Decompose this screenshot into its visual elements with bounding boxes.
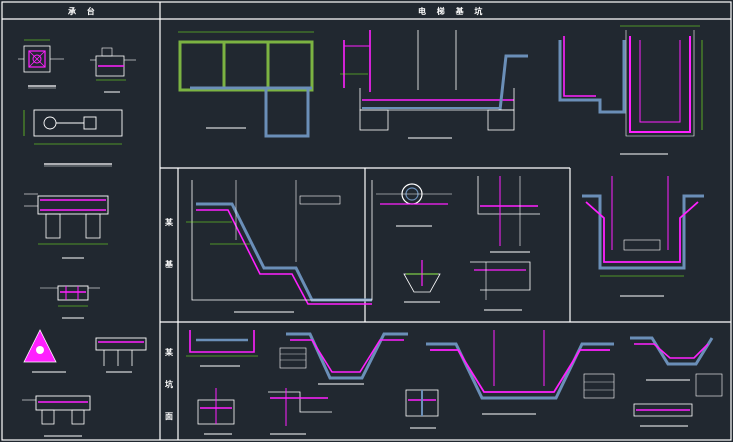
side-label-5: 面 xyxy=(165,412,173,421)
bottom-section-5 xyxy=(405,389,439,429)
side-label-1: 某 xyxy=(165,218,173,227)
bottom-section-3 xyxy=(279,332,408,385)
pit-plan xyxy=(178,31,314,138)
bottom-section-8 xyxy=(633,403,693,427)
right-section-header: 电 梯 基 坑 xyxy=(418,7,487,16)
cap-detail-8 xyxy=(22,395,91,437)
cap-detail-6 xyxy=(23,329,66,373)
pit-section-2 xyxy=(558,25,703,155)
cap-detail-4 xyxy=(24,193,109,259)
stair-pit-section xyxy=(186,180,373,313)
cap-detail-1 xyxy=(18,39,64,89)
anchor-detail xyxy=(470,261,531,311)
sump-detail xyxy=(403,260,441,303)
cap-detail-7 xyxy=(95,337,147,373)
bottom-section-7 xyxy=(630,336,723,397)
pit-section-1 xyxy=(340,30,528,139)
wall-joint-detail xyxy=(477,176,540,253)
bottom-section-4 xyxy=(268,388,332,435)
pipe-sleeve-detail xyxy=(376,183,452,227)
cap-detail-2 xyxy=(90,47,136,93)
cap-detail-5 xyxy=(40,285,100,319)
side-label-3: 某 xyxy=(165,348,173,357)
cap-detail-3 xyxy=(23,109,123,167)
bottom-section-6 xyxy=(426,330,615,415)
bottom-section-1 xyxy=(186,330,258,367)
pit-section-3 xyxy=(582,176,704,297)
left-section-header: 承 台 xyxy=(68,7,99,16)
side-label-2: 基 xyxy=(165,260,173,269)
side-label-4: 坑 xyxy=(165,380,173,389)
bottom-section-2 xyxy=(197,388,235,435)
